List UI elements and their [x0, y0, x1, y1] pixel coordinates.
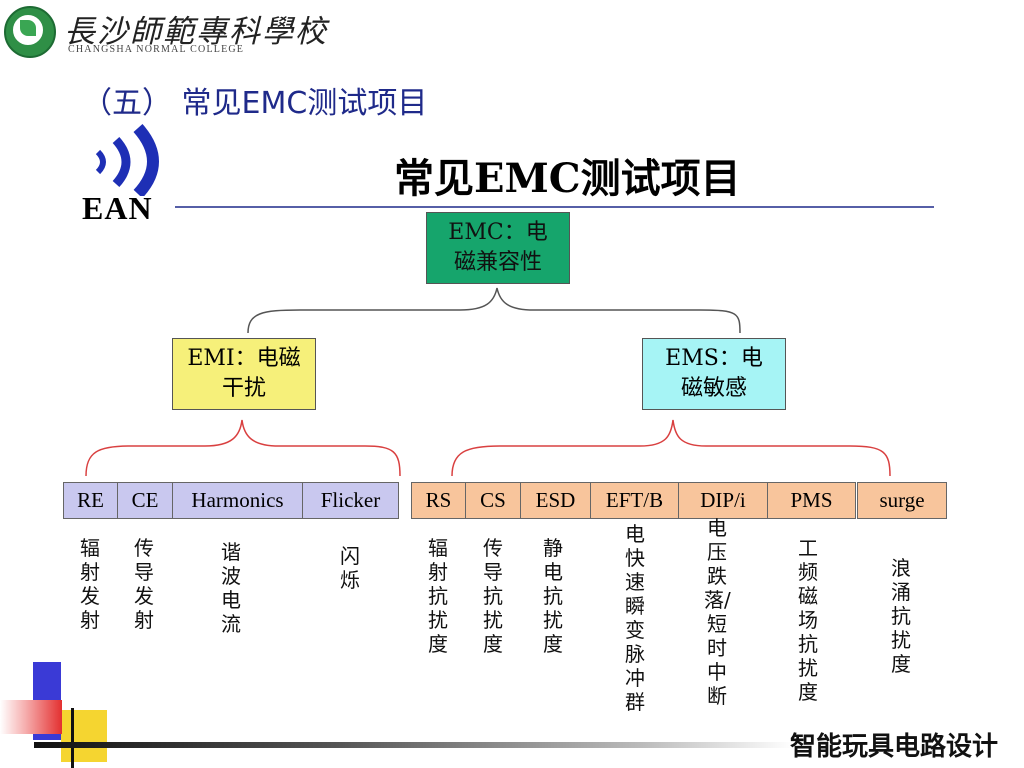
test-esd: ESD: [520, 482, 591, 519]
desc-re: 辐射发射: [80, 536, 100, 632]
emc-line1: EMC：电: [448, 220, 548, 245]
leaf-icon: [20, 20, 36, 36]
college-name-en: CHANGSHA NORMAL COLLEGE: [68, 44, 245, 55]
test-rs: RS: [411, 482, 466, 519]
ems-brace: [451, 419, 891, 477]
desc-ce: 传导发射: [134, 536, 154, 632]
ems-line1: EMS：电: [665, 346, 763, 371]
desc-eft-b: 电快速瞬变脉冲群: [625, 522, 645, 714]
deco-red-block: [0, 700, 62, 734]
test-flicker: Flicker: [302, 482, 399, 519]
test-pms: PMS: [767, 482, 856, 519]
test-cs: CS: [465, 482, 521, 519]
emc-box: EMC：电磁兼容性: [426, 212, 570, 284]
emi-brace: [85, 419, 401, 477]
slide-title: （五） 常见EMC测试项目: [82, 86, 428, 121]
emc-line2: 磁兼容性: [453, 250, 542, 275]
test-surge: surge: [857, 482, 947, 519]
desc-flicker: 闪烁: [340, 544, 360, 592]
desc-harmonics: 谐波电流: [221, 540, 241, 636]
test-harmonics: Harmonics: [172, 482, 303, 519]
ean-wave-icon: [95, 124, 159, 196]
ean-logo-text: EAN: [82, 190, 153, 226]
desc-cs: 传导抗扰度: [483, 536, 503, 656]
desc-pms: 工频磁场抗扰度: [798, 536, 818, 704]
emi-line2: 干扰: [221, 376, 266, 401]
deco-horizontal-line: [34, 742, 794, 748]
diagram-title: 常见EMC测试项目: [394, 155, 741, 202]
test-dip-i: DIP/i: [678, 482, 768, 519]
test-eft-b: EFT/B: [590, 482, 679, 519]
ems-line2: 磁敏感: [680, 376, 747, 401]
desc-esd: 静电抗扰度: [543, 536, 563, 656]
desc-surge: 浪涌抗扰度: [891, 556, 911, 676]
emi-box: EMI：电磁干扰: [172, 338, 316, 410]
desc-dip-i: 电压跌落/短时中断: [704, 516, 731, 708]
desc-rs: 辐射抗扰度: [428, 536, 448, 656]
ems-box: EMS：电磁敏感: [642, 338, 786, 410]
emi-line1: EMI：电磁: [187, 346, 301, 371]
test-ce: CE: [117, 482, 173, 519]
deco-vertical-line: [71, 708, 74, 768]
footer-course-title: 智能玩具电路设计: [790, 732, 999, 762]
test-re: RE: [63, 482, 118, 519]
college-name-cn: 長沙師範專科學校: [64, 14, 328, 50]
root-brace: [247, 287, 741, 334]
deco-yellow-block: [61, 710, 107, 762]
